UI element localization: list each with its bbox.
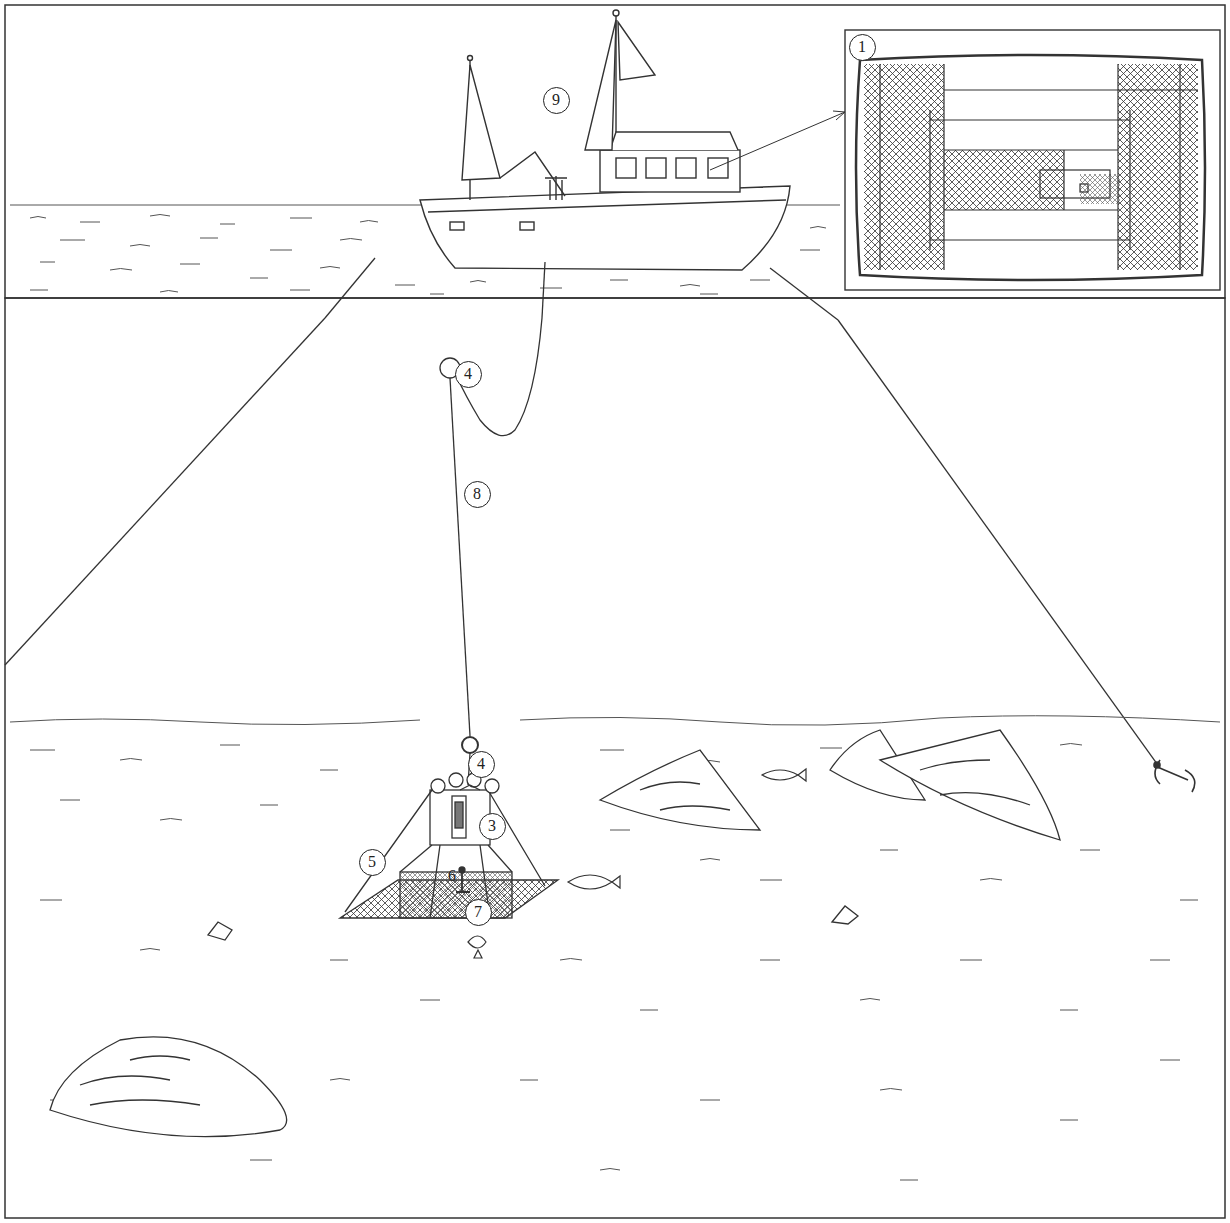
- fishing-boat-part: [600, 150, 740, 192]
- monitor-inset-part: [1080, 174, 1120, 204]
- monitor-inset-part-part: [930, 110, 1130, 250]
- callout-number: 4: [455, 361, 482, 388]
- cable-part: [450, 378, 470, 736]
- mooring-line-part: [5, 318, 325, 665]
- monitor-inset-part: [944, 150, 1064, 210]
- fishing-boat-part: [428, 200, 786, 212]
- fishing-boat-part: [708, 158, 728, 178]
- monitor-pointer: [710, 111, 845, 170]
- fishing-boat-part: [450, 222, 464, 230]
- monitor-inset-part-part: [880, 64, 1198, 270]
- camera-frame-part: [485, 779, 499, 793]
- panel-frame-part: [5, 5, 1225, 298]
- fishing-boat-part: [545, 176, 567, 200]
- rock-part: [50, 1037, 287, 1137]
- fishing-boat-part: [520, 222, 534, 230]
- fishing-boat-part: [500, 152, 565, 196]
- monitor-pointer-part: [833, 111, 845, 120]
- fishing-boat-part: [468, 56, 473, 61]
- callout-number: 4: [468, 751, 495, 778]
- mooring-line-part: [325, 258, 375, 318]
- cable-part: [542, 262, 545, 318]
- monitor-inset-part-part: [1064, 64, 1180, 270]
- callout-number: 6: [444, 865, 460, 887]
- rock-part: [880, 730, 1060, 840]
- fishing-boat-part: [462, 65, 500, 180]
- rock-part: [208, 922, 232, 940]
- camera-frame-part: [452, 796, 466, 838]
- rock-part: [832, 906, 858, 924]
- camera-frame-part: [456, 872, 470, 892]
- callout-number: 3: [479, 813, 506, 840]
- callout-number: 5: [359, 849, 386, 876]
- fishing-boat-part: [646, 158, 666, 178]
- fishing-boat-part: [585, 20, 616, 150]
- rock-part: [80, 1056, 200, 1105]
- camera-frame-part: [449, 773, 463, 787]
- fish-part: [762, 769, 806, 781]
- cable: [440, 262, 545, 785]
- fish-part: [468, 936, 486, 958]
- rock-part: [920, 760, 1030, 805]
- fishing-boat-part: [676, 158, 696, 178]
- monitor-pointer-part: [710, 112, 845, 170]
- callout-number: 1: [849, 34, 876, 61]
- monitor-inset-part: [845, 30, 1220, 290]
- rock-part: [600, 750, 760, 830]
- camera-frame-part: [455, 802, 463, 828]
- camera-frame-part: [460, 785, 480, 790]
- mooring-line-part: [838, 320, 1160, 768]
- anchor-part: [1155, 766, 1188, 780]
- fish: [468, 769, 806, 958]
- callout-number: 7: [465, 899, 492, 926]
- fishing-boat-part: [618, 22, 655, 80]
- monitor-inset-part: [880, 64, 1198, 270]
- camera-frame-part: [345, 790, 545, 918]
- panel-frame: [5, 5, 1225, 1218]
- camera-frame: [340, 773, 558, 918]
- fish-part: [568, 875, 620, 889]
- fishing-boat-part: [420, 186, 790, 270]
- rock-part: [640, 782, 730, 810]
- seabed: [10, 716, 1220, 1180]
- monitor-inset-part-part: [1040, 170, 1110, 198]
- mooring-line: [5, 258, 1160, 768]
- anchor-part: [1154, 762, 1160, 768]
- panel-frame-part: [5, 298, 1225, 1218]
- monitor-inset: [845, 30, 1220, 290]
- fishing-boat: [420, 10, 790, 270]
- callout-number: 8: [464, 481, 491, 508]
- rock: [50, 730, 1060, 1137]
- monitor-inset-part: [864, 64, 944, 270]
- anchor-part: [1155, 760, 1195, 792]
- seabed-part: [10, 716, 1220, 725]
- fishing-boat-part: [613, 10, 619, 16]
- fishing-boat-part: [616, 158, 636, 178]
- camera-frame-part: [459, 867, 465, 873]
- monitor-inset-part: [856, 55, 1205, 280]
- monitor-inset-part-part: [1080, 184, 1088, 192]
- mooring-line-part: [770, 268, 838, 320]
- camera-frame-part-part: [345, 790, 545, 912]
- fishing-boat-part: [610, 132, 738, 150]
- anchor: [1154, 760, 1195, 792]
- camera-frame-part: [431, 779, 445, 793]
- callout-number: 9: [543, 87, 570, 114]
- cable-part: [462, 737, 478, 753]
